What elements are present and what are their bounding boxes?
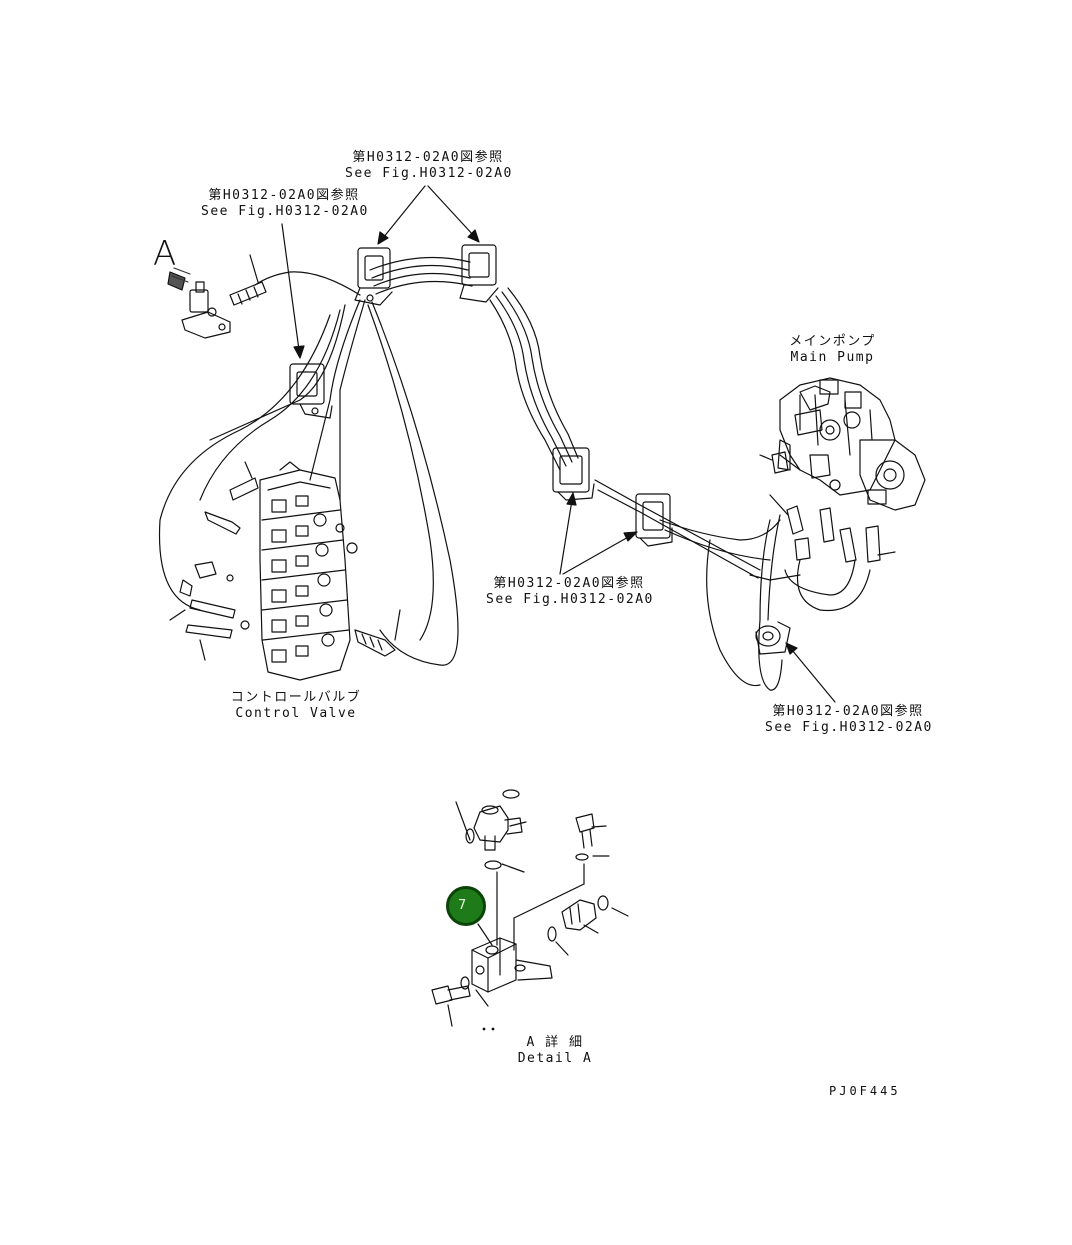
control-valve-label-jp: コントロールバルブ xyxy=(230,690,362,705)
detail-a-label-jp: A 詳 細 xyxy=(526,1035,584,1050)
part-callout-number: 7 xyxy=(458,898,467,913)
main-pump-body xyxy=(777,377,926,511)
ref-label-top-jp: 第H0312-02A0図参照 xyxy=(352,150,504,165)
detail-a-label: A 詳 細 Detail A xyxy=(505,1035,605,1067)
hose-end-top-left xyxy=(229,254,267,306)
part-callout-badge[interactable]: 7 xyxy=(446,886,486,926)
detail-a-label-en: Detail A xyxy=(517,1051,593,1066)
ref-label-top-en: See Fig.H0312-02A0 xyxy=(345,166,513,181)
ref-arrow-left xyxy=(281,223,305,359)
ref-arrow-mid-left xyxy=(559,492,577,575)
ref-label-mid: 第H0312-02A0図参照 See Fig.H0312-02A0 xyxy=(486,576,652,608)
ref-label-left-en: See Fig.H0312-02A0 xyxy=(201,204,369,219)
ref-arrow-bottom-right xyxy=(785,642,836,703)
ref-label-top: 第H0312-02A0図参照 See Fig.H0312-02A0 xyxy=(345,150,511,182)
ref-label-left: 第H0312-02A0図参照 See Fig.H0312-02A0 xyxy=(201,188,367,220)
control-valve-label-en: Control Valve xyxy=(235,706,357,721)
ref-label-mid-en: See Fig.H0312-02A0 xyxy=(486,592,654,607)
detail-marker-a: A xyxy=(153,234,177,274)
clamp-bottom-right xyxy=(755,621,791,655)
ref-label-left-jp: 第H0312-02A0図参照 xyxy=(208,188,360,203)
main-pump-fittings xyxy=(759,451,896,563)
main-pump-label: メインポンプ Main Pump xyxy=(785,334,880,366)
fitting-assembly-a xyxy=(167,267,231,339)
hose-loops-left xyxy=(158,271,459,666)
clamp-left xyxy=(289,363,333,419)
control-valve-body xyxy=(259,461,358,681)
main-pump-label-en: Main Pump xyxy=(790,350,875,365)
ref-label-bottom-right: 第H0312-02A0図参照 See Fig.H0312-02A0 xyxy=(765,704,931,736)
control-valve-label: コントロールバルブ Control Valve xyxy=(226,690,366,722)
hose-loops-right xyxy=(706,514,871,691)
main-pump-label-jp: メインポンプ xyxy=(789,334,876,349)
control-valve-fittings xyxy=(169,461,401,661)
clamp-top-left xyxy=(354,247,393,306)
clamp-mid-left xyxy=(552,447,595,501)
ref-arrow-top-left xyxy=(377,185,426,245)
drawing-code: PJ0F445 xyxy=(829,1084,901,1098)
ref-arrow-mid-right xyxy=(562,531,638,575)
ref-label-mid-jp: 第H0312-02A0図参照 xyxy=(493,576,645,591)
hose-bundle-upper xyxy=(369,256,781,579)
ref-arrow-top-right xyxy=(427,185,480,243)
clamp-mid-right xyxy=(635,493,673,547)
ref-label-bottom-right-en: See Fig.H0312-02A0 xyxy=(765,720,933,735)
ref-label-bottom-right-jp: 第H0312-02A0図参照 xyxy=(772,704,924,719)
clamp-top-right xyxy=(459,244,499,303)
detail-a-assembly xyxy=(431,789,629,1031)
